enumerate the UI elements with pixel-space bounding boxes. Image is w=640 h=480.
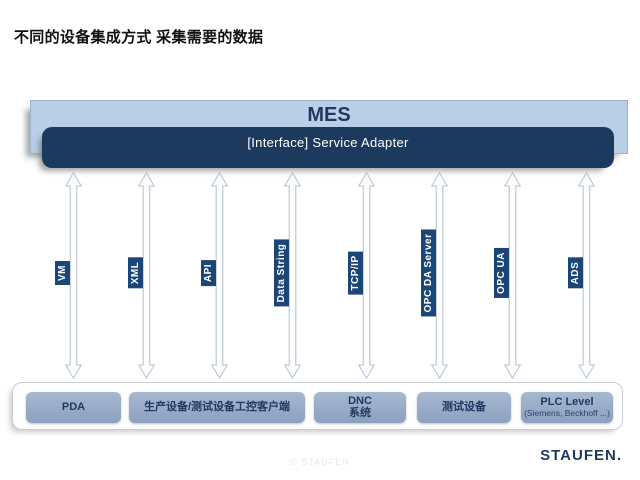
protocol-column: OPC DA Server: [420, 172, 448, 379]
device-label: 生产设备/测试设备工控客户端: [143, 400, 291, 413]
protocol-label: OPC UA: [494, 248, 510, 298]
protocol-label: API: [201, 259, 217, 287]
double-arrow-icon: [577, 172, 595, 379]
protocol-column: API: [201, 172, 229, 379]
protocol-column: TCP/IP: [347, 172, 375, 379]
device-label: DNC 系统: [348, 394, 372, 419]
protocol-label: ADS: [567, 257, 583, 289]
double-arrow-icon: [357, 172, 375, 379]
staufen-logo: STAUFEN.: [540, 447, 622, 464]
device-note: (Siemens, Beckhoff ...): [524, 408, 610, 419]
device-label: PLC Level: [540, 395, 594, 408]
page-title: 不同的设备集成方式 采集需要的数据: [14, 29, 264, 46]
device-box: PDA: [26, 392, 121, 423]
protocol-column: Data String: [274, 172, 302, 379]
device-label: 测试设备: [442, 400, 486, 413]
adapter-label: [Interface] Service Adapter: [247, 135, 409, 150]
protocol-label: Data String: [274, 239, 290, 307]
double-arrow-icon: [64, 172, 82, 379]
double-arrow-icon: [504, 172, 522, 379]
device-box: DNC 系统: [314, 392, 406, 423]
device-box: PLC Level(Siemens, Beckhoff ...): [521, 392, 613, 423]
protocol-column: OPC UA: [494, 172, 522, 379]
protocol-column: VM: [54, 172, 82, 379]
protocol-column: ADS: [567, 172, 595, 379]
watermark: © STAUFEN: [290, 457, 350, 467]
interface-service-adapter-bar: [Interface] Service Adapter: [42, 127, 614, 168]
mes-title: MES: [307, 104, 351, 126]
devices-panel: PDA 生产设备/测试设备工控客户端 DNC 系统 测试设备 PLC Level(Sie…: [12, 382, 623, 430]
protocol-column: XML: [127, 172, 155, 379]
double-arrow-icon: [430, 172, 448, 379]
double-arrow-icon: [211, 172, 229, 379]
protocol-label: TCP/IP: [347, 251, 363, 295]
device-box: 测试设备: [417, 392, 511, 423]
double-arrow-icon: [137, 172, 155, 379]
protocol-label: OPC DA Server: [420, 229, 436, 317]
device-box: 生产设备/测试设备工控客户端: [129, 392, 305, 423]
protocol-label: XML: [127, 257, 143, 289]
double-arrow-icon: [284, 172, 302, 379]
device-label: PDA: [61, 400, 86, 413]
protocol-label: VM: [54, 261, 70, 285]
